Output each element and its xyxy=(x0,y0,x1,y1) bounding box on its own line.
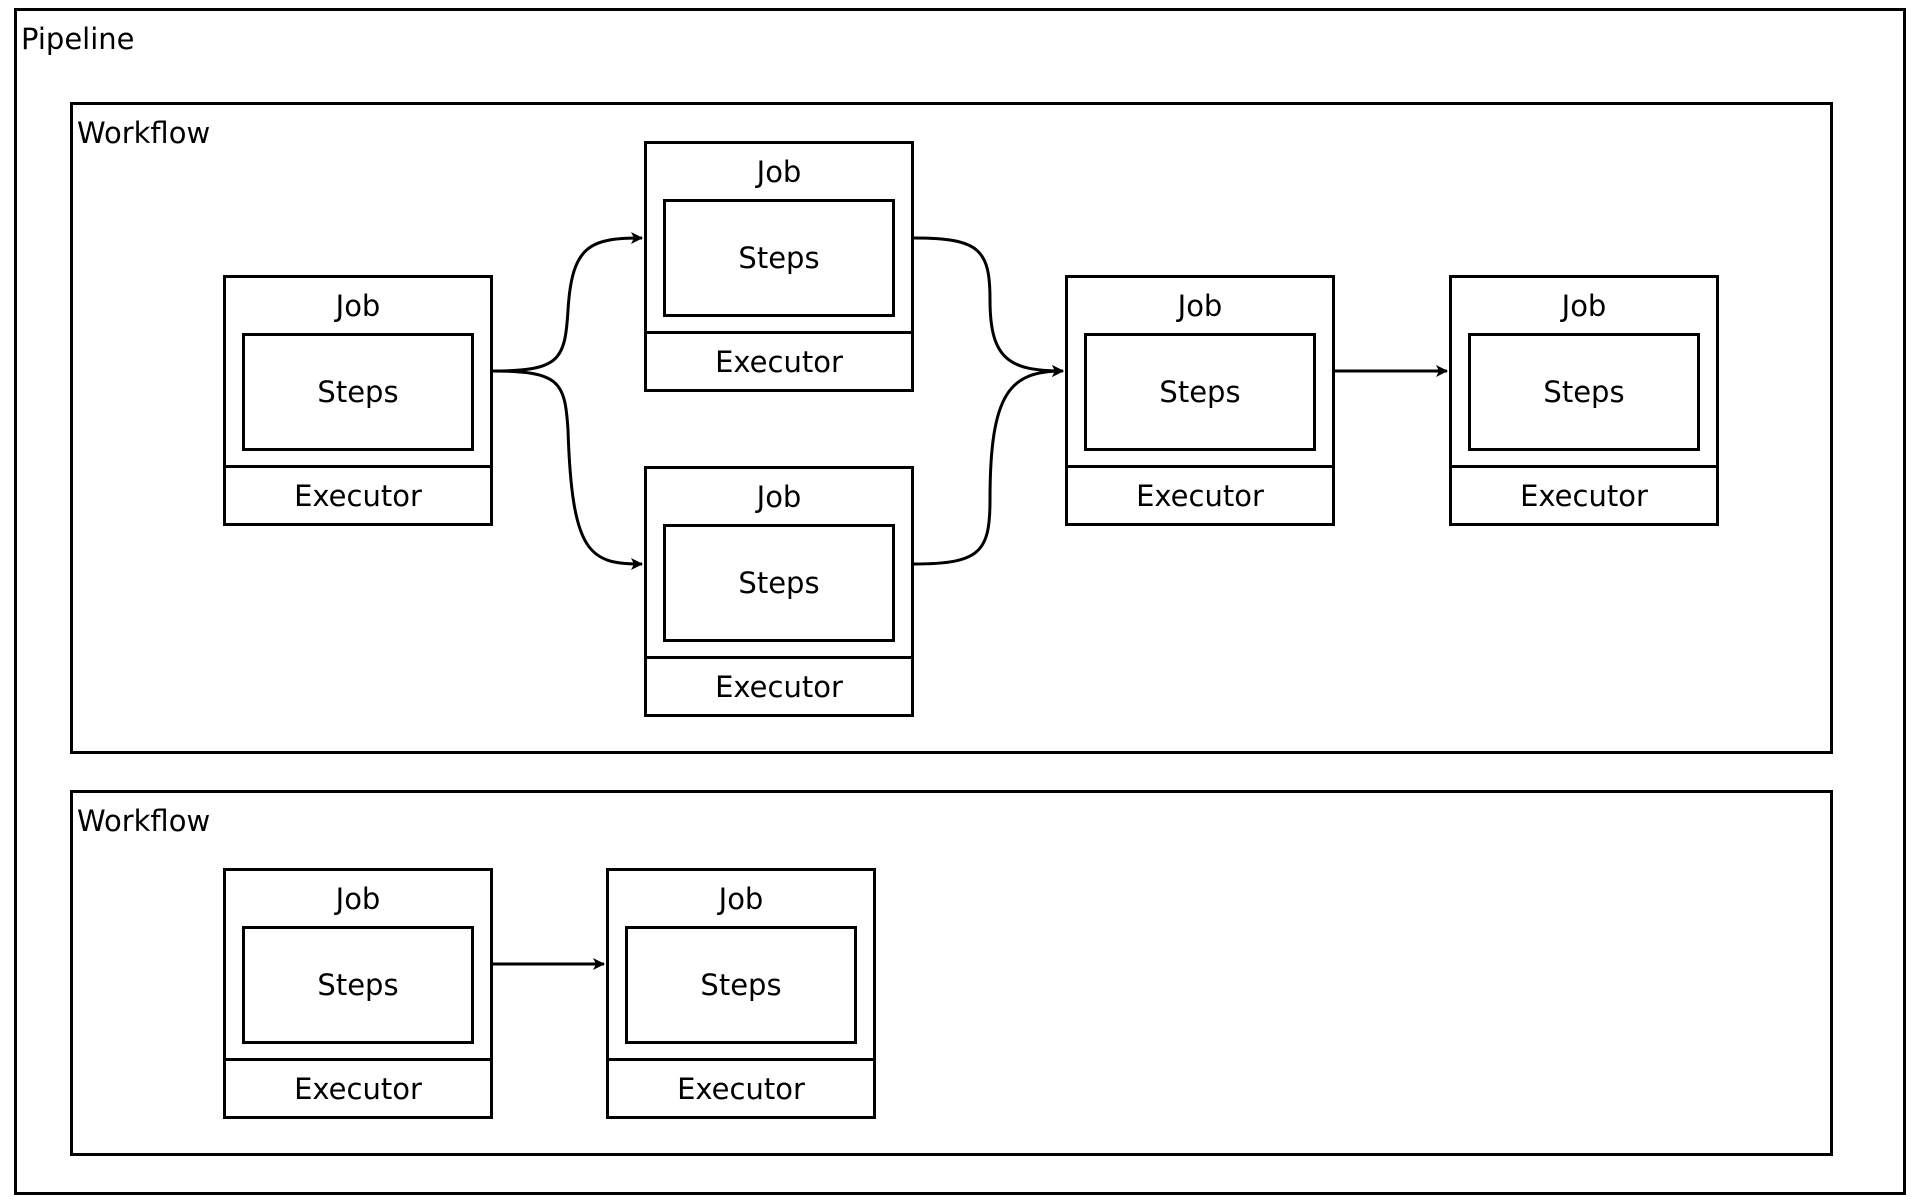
workflow-1-job-5[interactable]: Job Steps Executor xyxy=(1449,275,1719,526)
job-executor: Executor xyxy=(223,465,493,526)
job-title: Job xyxy=(335,289,381,323)
job-title: Job xyxy=(1561,289,1607,323)
job-title: Job xyxy=(335,882,381,916)
workflow-1-label: Workflow xyxy=(77,116,211,150)
job-executor: Executor xyxy=(606,1058,876,1119)
job-steps: Steps xyxy=(242,333,474,451)
job-title: Job xyxy=(756,155,802,189)
workflow-1-job-3[interactable]: Job Steps Executor xyxy=(644,466,914,717)
job-steps: Steps xyxy=(1084,333,1316,451)
job-title: Job xyxy=(756,480,802,514)
pipeline-label: Pipeline xyxy=(21,22,135,56)
job-title: Job xyxy=(1177,289,1223,323)
job-executor: Executor xyxy=(644,331,914,392)
workflow-1-container: Workflow xyxy=(70,102,1833,754)
job-executor: Executor xyxy=(1449,465,1719,526)
job-executor: Executor xyxy=(1065,465,1335,526)
job-steps: Steps xyxy=(663,199,895,317)
job-steps: Steps xyxy=(242,926,474,1044)
workflow-2-job-2[interactable]: Job Steps Executor xyxy=(606,868,876,1119)
job-executor: Executor xyxy=(644,656,914,717)
pipeline-container: Pipeline xyxy=(14,8,1906,1195)
job-executor: Executor xyxy=(223,1058,493,1119)
job-steps: Steps xyxy=(625,926,857,1044)
workflow-1-job-4[interactable]: Job Steps Executor xyxy=(1065,275,1335,526)
job-title: Job xyxy=(718,882,764,916)
job-steps: Steps xyxy=(663,524,895,642)
workflow-2-container: Workflow xyxy=(70,790,1833,1156)
workflow-2-job-1[interactable]: Job Steps Executor xyxy=(223,868,493,1119)
workflow-2-label: Workflow xyxy=(77,804,211,838)
job-steps: Steps xyxy=(1468,333,1700,451)
workflow-1-job-2[interactable]: Job Steps Executor xyxy=(644,141,914,392)
workflow-1-job-1[interactable]: Job Steps Executor xyxy=(223,275,493,526)
